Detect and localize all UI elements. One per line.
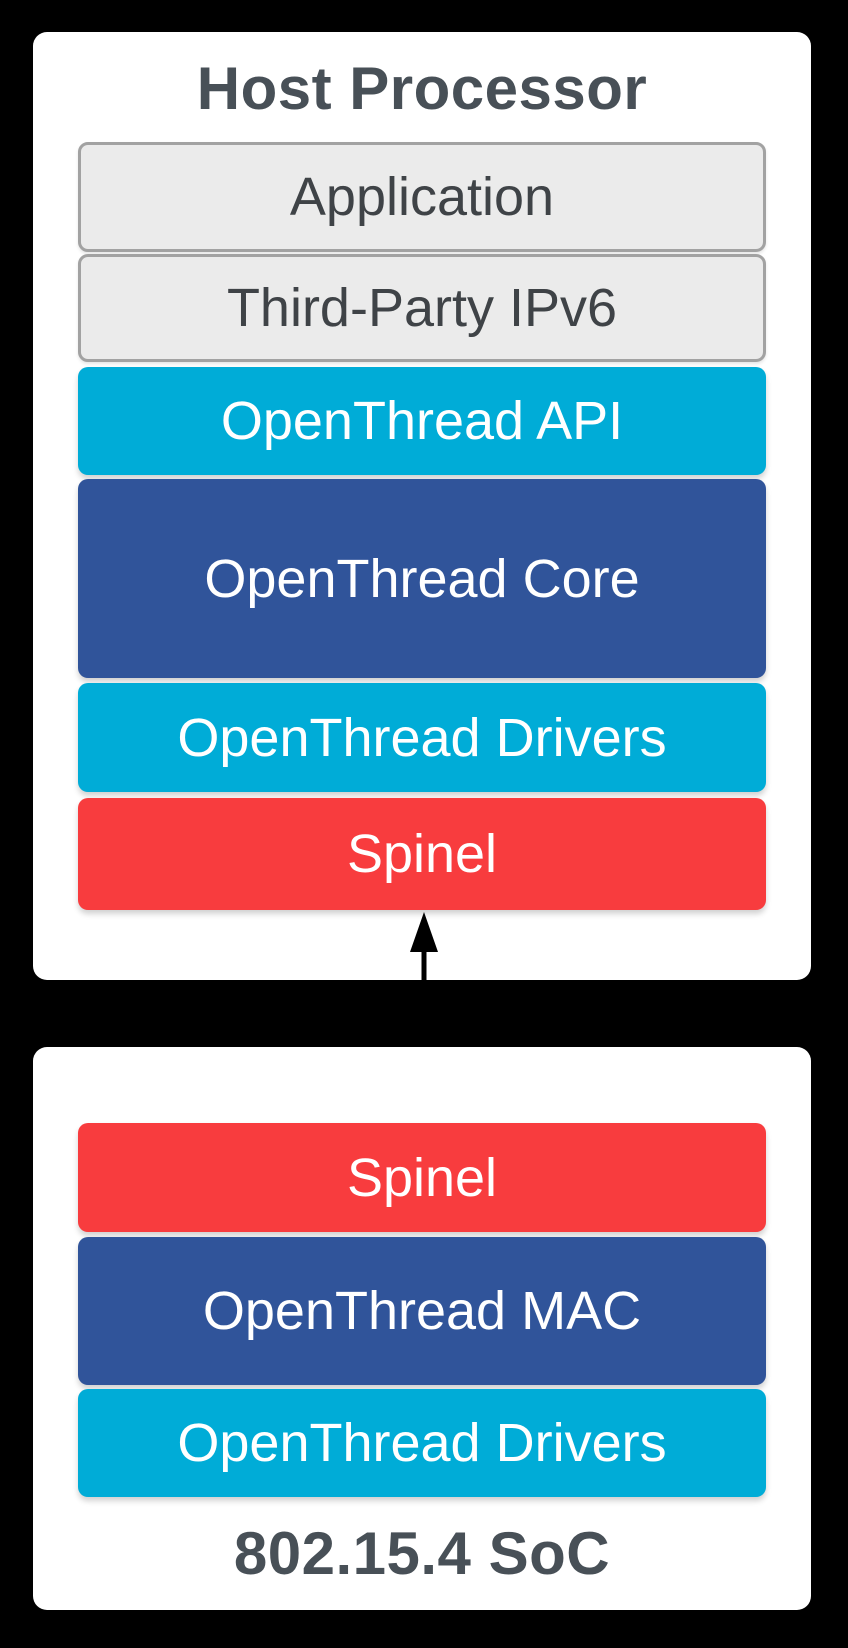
layer-openthread-drivers-soc: OpenThread Drivers bbox=[78, 1389, 766, 1497]
layer-openthread-core: OpenThread Core bbox=[78, 479, 766, 678]
soc-stack: Spinel OpenThread MAC OpenThread Drivers bbox=[78, 1123, 766, 1497]
layer-spinel-soc: Spinel bbox=[78, 1123, 766, 1232]
layer-third-party-ipv6: Third-Party IPv6 bbox=[78, 254, 766, 362]
layer-spinel-host: Spinel bbox=[78, 798, 766, 910]
host-processor-card: Host Processor Application Third-Party I… bbox=[33, 32, 811, 980]
layer-openthread-mac: OpenThread MAC bbox=[78, 1237, 766, 1385]
layer-openthread-drivers-host: OpenThread Drivers bbox=[78, 683, 766, 792]
layer-application: Application bbox=[78, 142, 766, 252]
layer-openthread-api: OpenThread API bbox=[78, 367, 766, 475]
soc-title: 802.15.4 SoC bbox=[233, 1519, 611, 1587]
host-processor-title: Host Processor bbox=[196, 54, 648, 122]
host-processor-stack: Application Third-Party IPv6 OpenThread … bbox=[78, 142, 766, 910]
soc-card: Spinel OpenThread MAC OpenThread Drivers… bbox=[33, 1047, 811, 1610]
